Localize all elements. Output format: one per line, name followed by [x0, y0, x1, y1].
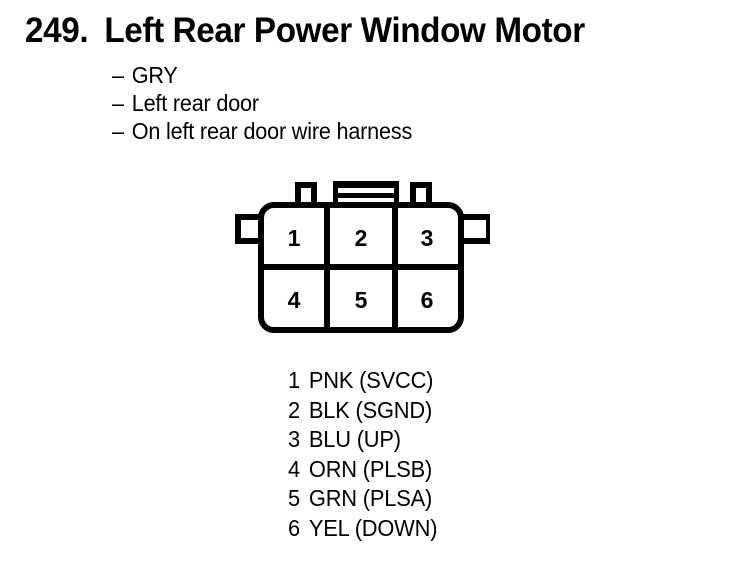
connector-top-right-tab	[410, 182, 432, 208]
description-item: – Left rear door	[112, 89, 412, 117]
page-title: 249. Left Rear Power Window Motor	[25, 10, 681, 52]
description-text: On left rear door wire harness	[131, 118, 413, 144]
description-text: Left rear door	[131, 90, 259, 116]
connector-diagram: 1 2 3 4 5 6	[230, 178, 490, 338]
legend-pin-label: YEL (DOWN)	[308, 514, 438, 541]
legend-pin-label: GRN (PLSA)	[308, 485, 433, 511]
legend-pin-label: BLK (SGND)	[308, 396, 433, 423]
legend-pin-number: 6	[288, 514, 300, 541]
connector-pin-4: 4	[288, 287, 301, 313]
legend-pin-label: ORN (PLSB)	[308, 455, 433, 482]
legend-pin-number: 2	[288, 396, 300, 423]
dash-marker: –	[112, 118, 124, 144]
connector-pin-6: 6	[421, 287, 434, 313]
connector-svg: 1 2 3 4 5 6	[235, 181, 490, 333]
connector-pin-5: 5	[355, 287, 368, 313]
description-item: – GRY	[112, 61, 412, 89]
legend-item: 2 BLK (SGND)	[288, 396, 437, 426]
legend-pin-number: 1	[288, 367, 300, 393]
connector-pin-1: 1	[288, 225, 301, 251]
legend-pin-number: 3	[288, 426, 300, 452]
title-text: Left Rear Power Window Motor	[104, 11, 585, 50]
legend-pin-number: 5	[288, 485, 300, 511]
title-number: 249.	[25, 11, 89, 50]
legend-item: 4 ORN (PLSB)	[288, 455, 437, 485]
legend-item: 3 BLU (UP)	[288, 425, 437, 455]
legend-pin-label: PNK (SVCC)	[308, 367, 434, 393]
description-text: GRY	[131, 62, 178, 88]
pin-legend-list: 1 PNK (SVCC) 2 BLK (SGND) 3 BLU (UP) 4 O…	[288, 366, 437, 543]
dash-marker: –	[112, 90, 124, 116]
legend-item: 5 GRN (PLSA)	[288, 484, 437, 514]
legend-pin-label: BLU (UP)	[308, 426, 401, 452]
connector-top-left-tab	[295, 182, 317, 208]
description-item: – On left rear door wire harness	[112, 117, 412, 145]
connector-pin-3: 3	[421, 225, 434, 251]
description-list: – GRY – Left rear door – On left rear do…	[112, 61, 412, 145]
connector-pin-2: 2	[355, 225, 368, 251]
page-header: 249. Left Rear Power Window Motor	[25, 10, 715, 52]
dash-marker: –	[112, 62, 124, 88]
legend-pin-number: 4	[288, 455, 300, 482]
legend-item: 1 PNK (SVCC)	[288, 366, 437, 396]
connector-grid-lines	[264, 208, 458, 327]
legend-item: 6 YEL (DOWN)	[288, 514, 437, 544]
